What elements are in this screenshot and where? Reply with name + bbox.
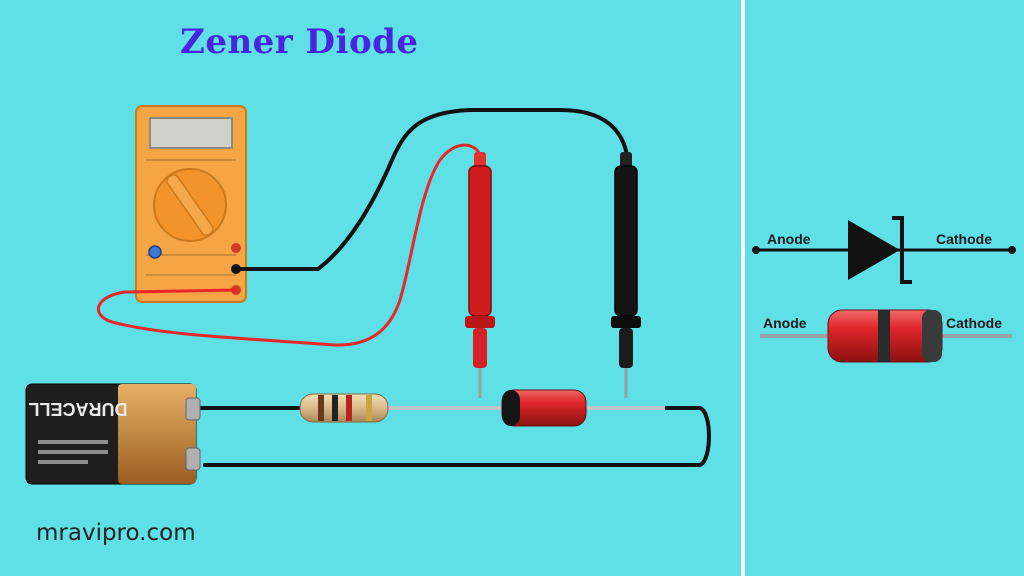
red-probe xyxy=(465,152,495,398)
red-probe-wire xyxy=(96,143,482,347)
package-cathode-label: Cathode xyxy=(946,315,1002,331)
battery-terminal-negative xyxy=(185,447,201,471)
multimeter xyxy=(135,105,247,303)
zener-bar xyxy=(892,216,912,284)
watermark: mravipro.com xyxy=(36,520,196,546)
cathode-band xyxy=(502,390,520,426)
zener-package: Anode Cathode xyxy=(760,309,1012,363)
battery-brand-label: DURACELL xyxy=(29,399,128,419)
black-probe-wire xyxy=(234,108,629,271)
resistor xyxy=(299,393,389,423)
package-cathode-band xyxy=(878,310,890,362)
package-anode-label: Anode xyxy=(763,315,807,331)
diode-triangle xyxy=(848,220,900,280)
diagram-title: Zener Diode xyxy=(180,22,419,62)
multimeter-display xyxy=(149,117,233,149)
transistor-socket xyxy=(148,245,162,259)
zener-symbol: Anode Cathode xyxy=(752,216,1016,284)
battery-9v: DURACELL xyxy=(25,383,201,485)
symbol-cathode-label: Cathode xyxy=(936,231,992,247)
battery-terminal-positive xyxy=(185,397,201,421)
panel-divider xyxy=(741,0,745,576)
symbol-anode-label: Anode xyxy=(767,231,811,247)
circuit-wire xyxy=(196,406,711,467)
black-probe xyxy=(611,152,641,398)
zener-diode xyxy=(501,389,587,427)
